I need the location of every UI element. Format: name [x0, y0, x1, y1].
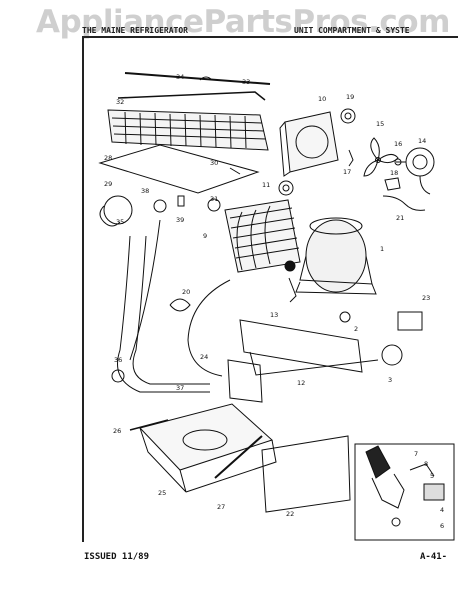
callout: 37: [176, 384, 184, 392]
coil-assembly: [224, 199, 301, 273]
grommet: [278, 180, 294, 196]
power-cord: [187, 279, 231, 377]
issued-date: ISSUED 11/89: [84, 552, 150, 562]
fan-motor: [396, 147, 435, 195]
callout: 10: [318, 95, 326, 103]
mount-grommet: [339, 311, 351, 323]
callout: 36: [114, 356, 122, 364]
plate: [98, 144, 260, 194]
watermark: AppliancePartsPros.com: [36, 4, 450, 40]
condenser-bracket: [117, 91, 266, 101]
capacitor-clip: [381, 344, 403, 366]
callout: 26: [113, 427, 121, 435]
callout: 38: [141, 187, 149, 195]
callout: 20: [182, 288, 190, 296]
callout: 28: [104, 154, 112, 162]
access-panel: [261, 435, 351, 513]
callout-labels: 34 33 32 28 10 19 15 16 14 30 29 38 39 1…: [104, 73, 444, 530]
clamp: [177, 195, 185, 207]
wire-harness: [382, 195, 426, 211]
callout: 35: [116, 218, 124, 226]
callout: 27: [217, 503, 225, 511]
callout: 33: [242, 78, 250, 86]
callout: 25: [158, 489, 166, 497]
callout: 21: [396, 214, 404, 222]
pan-support: [214, 435, 263, 479]
tube-clip: [207, 198, 221, 212]
callout: 4: [440, 506, 444, 514]
detail-parts: [365, 445, 445, 527]
callout: 1: [380, 245, 384, 253]
callout: 6: [440, 522, 444, 530]
seal-ring: [153, 199, 167, 213]
base-rail: [227, 319, 379, 403]
pan-rail: [129, 419, 169, 431]
drain-pan: [139, 403, 277, 493]
callout: 30: [210, 159, 218, 167]
fan-shroud: [279, 111, 339, 177]
condenser-coil: [107, 109, 269, 151]
callout: 8: [424, 460, 428, 468]
clip: [348, 149, 354, 167]
callout: 24: [200, 353, 208, 361]
callout: 22: [286, 510, 294, 518]
screw: [229, 167, 241, 175]
fan-blade: [363, 137, 399, 177]
callout: 2: [354, 325, 358, 333]
callout: 19: [346, 93, 354, 101]
callout: 7: [414, 450, 418, 458]
callout: 15: [376, 120, 384, 128]
relay: [288, 277, 297, 303]
header-rule: [82, 36, 458, 38]
callout: 29: [104, 180, 112, 188]
drain-hose: [117, 219, 210, 393]
compressor: [295, 217, 377, 295]
callout: 34: [176, 73, 184, 81]
page-number: A-41-: [420, 552, 448, 562]
drain-tube: [124, 72, 271, 85]
fan-nut: [394, 158, 402, 166]
callout: 39: [176, 216, 184, 224]
motor-grommet: [340, 108, 356, 124]
header-right: UNIT COMPARTMENT & SYSTE: [294, 26, 410, 35]
callout: 18: [390, 169, 398, 177]
page-header: THE MAINE REFRIGERATOR UNIT COMPARTMENT …: [82, 24, 458, 38]
callout: 31: [210, 195, 218, 203]
callout: 12: [297, 379, 305, 387]
callout: 9: [203, 232, 207, 240]
callout: 11: [262, 181, 270, 189]
header-left: THE MAINE REFRIGERATOR: [82, 26, 188, 35]
frame-line: [82, 36, 84, 542]
overload-protector: [397, 311, 423, 331]
hose-end: [111, 369, 125, 383]
hose-clamp: [169, 298, 191, 312]
callout: 32: [116, 98, 124, 106]
callout: 16: [394, 140, 402, 148]
callout: 17: [343, 168, 351, 176]
callout: 13: [270, 311, 278, 319]
callout: 14: [418, 137, 426, 145]
callout: 3: [388, 376, 392, 384]
callout: 23: [422, 294, 430, 302]
detail-box: [354, 443, 455, 541]
callout: 5: [430, 472, 434, 480]
wire-loop: [99, 205, 121, 227]
motor-bracket: [384, 177, 401, 191]
